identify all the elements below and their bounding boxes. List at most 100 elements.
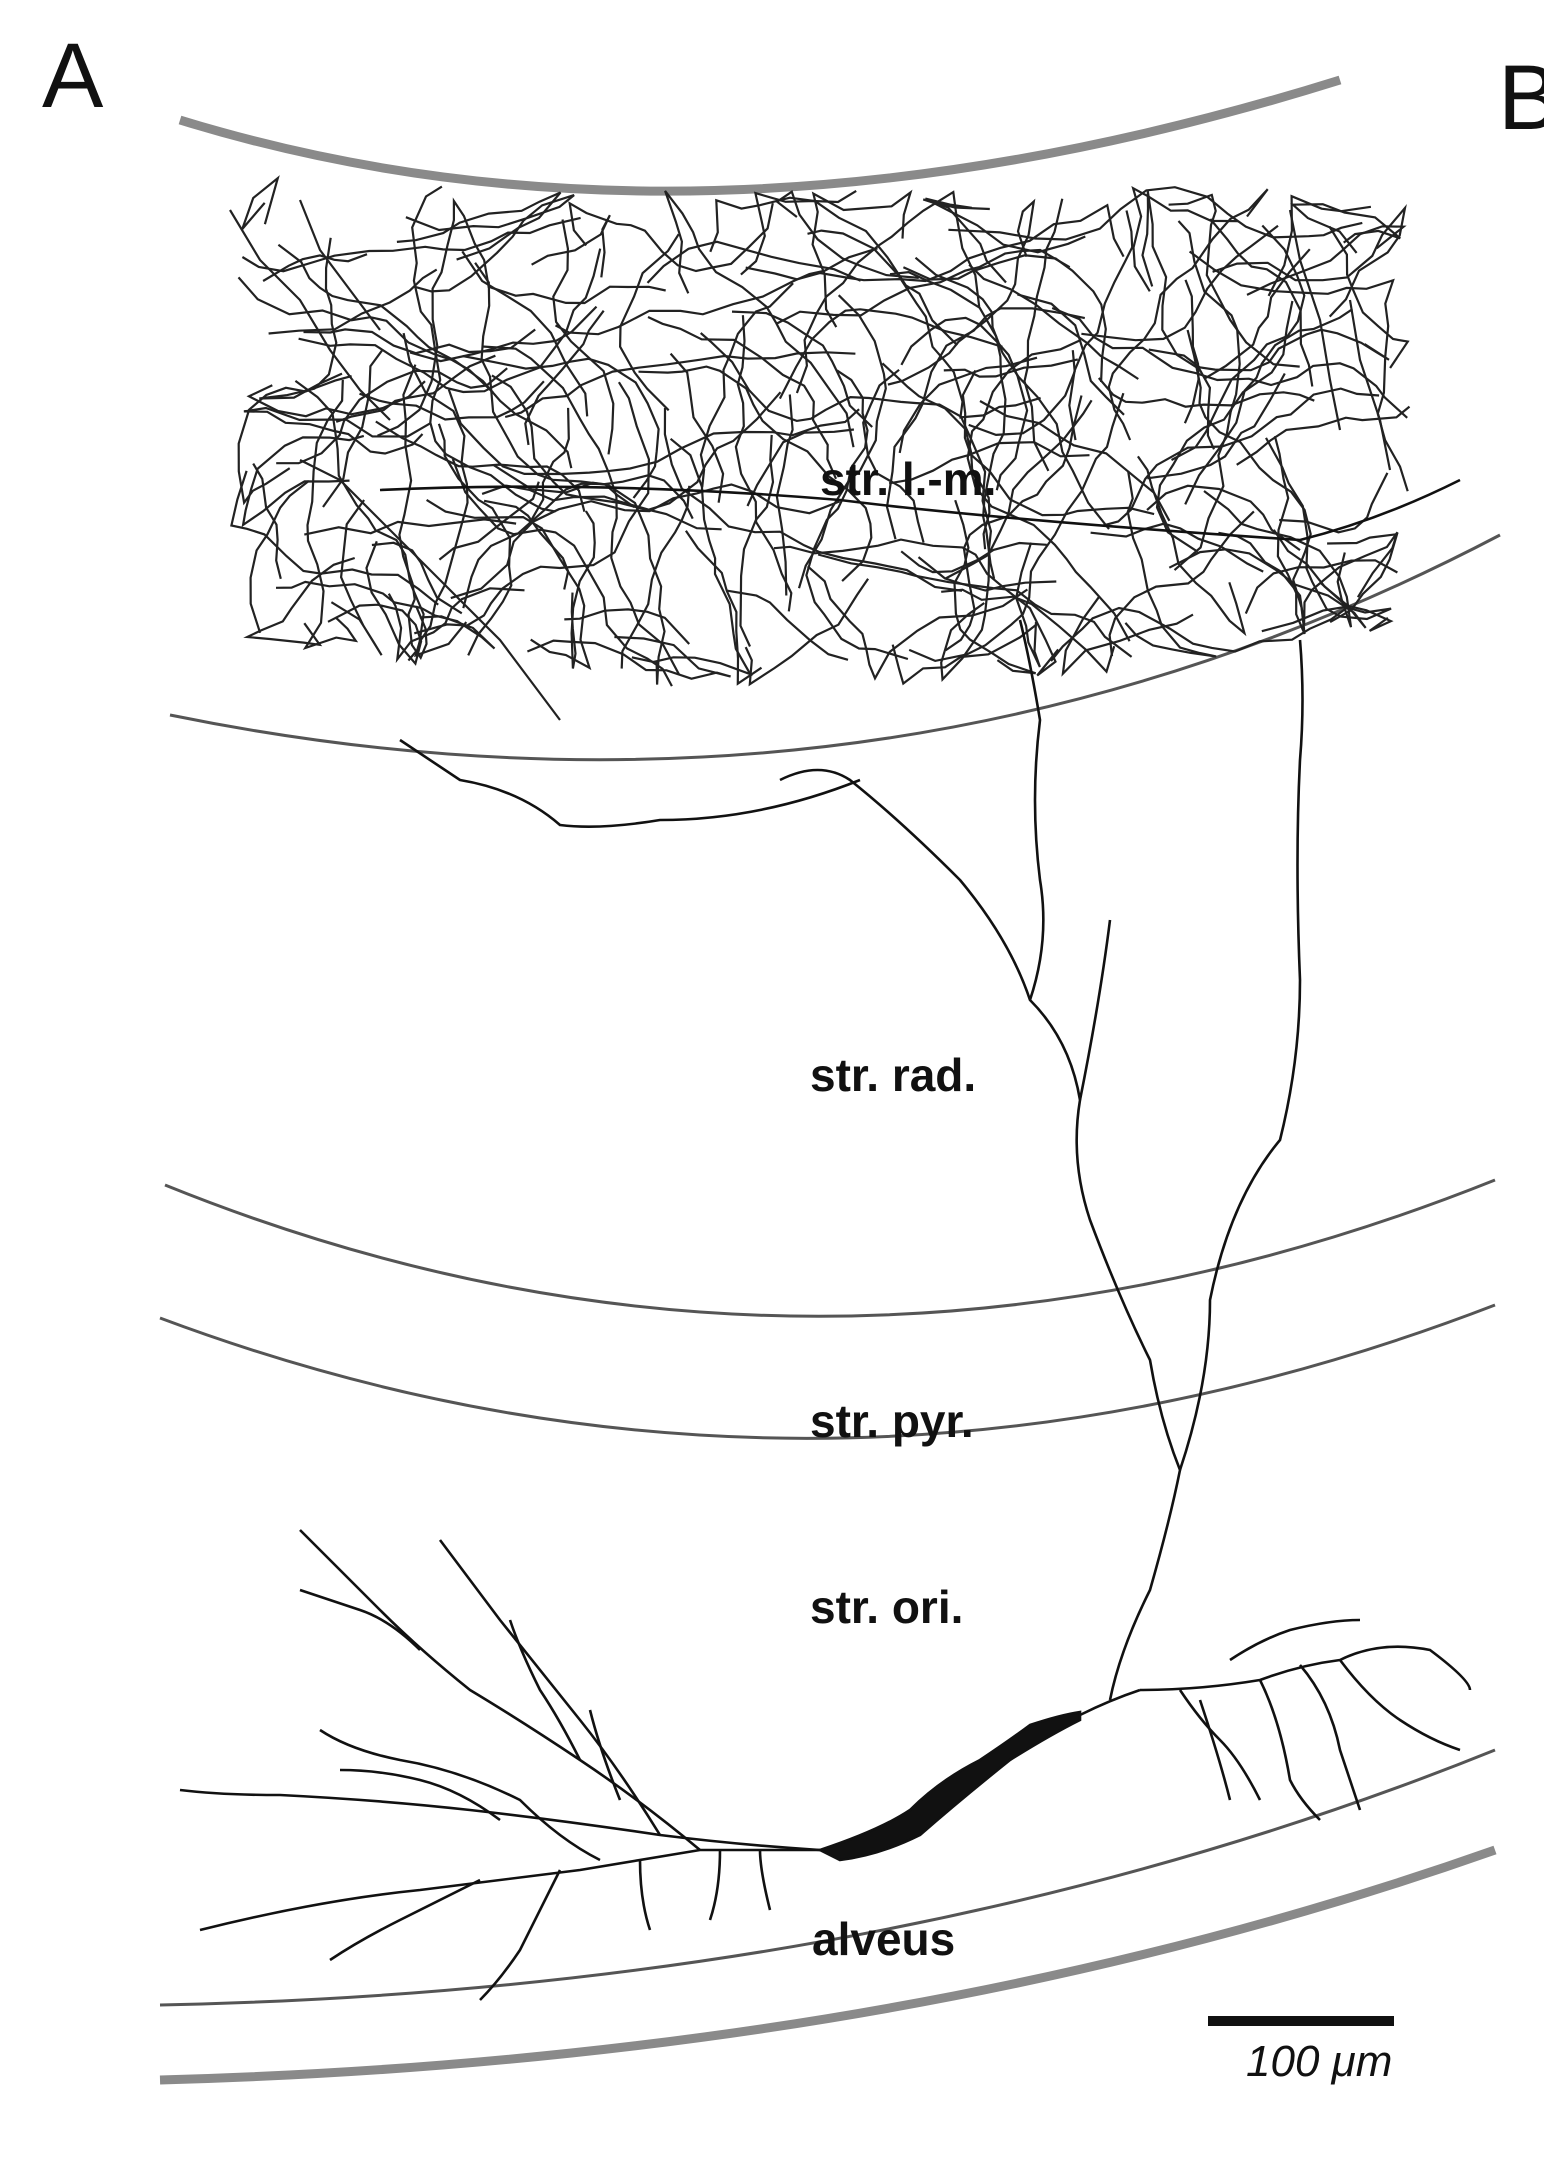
axon-fiber <box>377 197 490 437</box>
axon-fiber <box>1136 455 1247 637</box>
axon-fiber <box>552 219 615 455</box>
neuron-processes <box>179 478 1472 2001</box>
axon-fiber <box>447 389 860 476</box>
soma <box>816 1710 1082 1862</box>
axon-fiber <box>568 201 774 273</box>
axon-fiber <box>746 428 855 507</box>
axon-fiber <box>330 499 383 656</box>
axon-fiber <box>241 434 365 528</box>
axon-fiber <box>924 197 1086 254</box>
axon-fiber <box>1184 308 1354 505</box>
axon-fiber <box>948 186 1363 241</box>
axon-fiber <box>302 379 359 651</box>
alveus-outer-line <box>159 1845 1497 2085</box>
axon-fiber <box>451 458 673 687</box>
axon-fiber <box>940 416 993 682</box>
ascending-axon-branch <box>1178 639 1304 1471</box>
axon-fiber <box>1173 220 1241 571</box>
axon-fiber <box>862 368 925 543</box>
axon-fiber <box>554 247 878 336</box>
axon-fiber <box>968 350 1076 437</box>
layer-boundaries <box>159 75 1501 2085</box>
axon-fiber <box>1023 198 1064 472</box>
axon-fiber <box>797 294 887 589</box>
axon-fiber <box>481 484 722 531</box>
axon-fiber <box>881 362 991 550</box>
axon-fiber <box>945 399 1093 580</box>
axon-fiber <box>898 356 1038 454</box>
axon-fiber <box>1068 210 1134 441</box>
axon-fiber <box>1273 435 1306 635</box>
axon-fiber <box>979 400 1171 522</box>
axon-fiber <box>525 407 570 529</box>
axon-fiber <box>1288 209 1342 431</box>
axon-fiber <box>1146 484 1301 551</box>
ascending-axon-main <box>779 768 1182 1701</box>
axon-fiber <box>249 480 310 634</box>
axon-fiber <box>1147 372 1286 480</box>
axon-fiber <box>961 369 1155 517</box>
axon-fiber <box>276 367 508 465</box>
axon-fiber <box>426 498 592 671</box>
hippocampal-fissure-line <box>178 75 1342 196</box>
axon-fiber <box>684 530 763 686</box>
axon-fiber <box>531 214 611 278</box>
axon-fiber <box>335 354 496 423</box>
axon-fiber <box>252 463 282 580</box>
axon-fiber <box>1204 248 1311 380</box>
axon-fiber <box>1148 328 1390 372</box>
axon-fiber <box>887 198 1036 386</box>
axon-fiber <box>669 352 725 503</box>
axon-fiber <box>773 538 1060 677</box>
layer-label-oriens: str. ori. <box>810 1581 964 1633</box>
axon-fiber <box>1017 293 1125 416</box>
pyr-lower-boundary <box>159 1303 1496 1440</box>
axon-fiber <box>1261 437 1392 633</box>
axon-origin <box>1079 1688 1141 1717</box>
axon-fiber <box>1081 224 1279 342</box>
axon-fiber <box>1061 596 1194 677</box>
axon-fiber <box>1188 250 1409 492</box>
axon-fiber <box>259 237 343 400</box>
axon-fiber <box>902 254 1107 383</box>
axon-fiber <box>727 589 849 661</box>
axon-fiber <box>776 248 1071 325</box>
layer-label-lacunosum-moleculare: str. l.-m. <box>820 453 997 505</box>
axon-fiber <box>744 578 870 687</box>
axon-fiber <box>461 250 589 417</box>
axon-fiber <box>1236 405 1411 466</box>
axon-fiber <box>299 459 561 721</box>
axon-fiber <box>889 270 1007 579</box>
axon-fiber <box>504 351 856 419</box>
axon-fiber <box>1244 559 1398 615</box>
axon-fiber <box>618 233 680 412</box>
axon-fiber <box>699 282 794 488</box>
axon-fiber <box>740 189 857 276</box>
axon-fiber <box>268 268 438 335</box>
axon-fiber <box>775 189 919 279</box>
axon-fiber <box>638 365 873 582</box>
layer-label-pyramidale: str. pyr. <box>810 1395 974 1447</box>
axon-fiber <box>230 470 439 606</box>
axon-fiber <box>1267 194 1372 297</box>
axon-fiber <box>795 190 981 394</box>
axon-fiber <box>891 623 1038 686</box>
axon-fiber <box>487 285 666 305</box>
axon-fiber <box>953 499 1037 675</box>
axon-fiber <box>298 248 602 394</box>
axon-branch-up <box>1018 619 1045 1001</box>
axon-fiber <box>941 588 1116 674</box>
axon-fiber <box>405 194 575 293</box>
axon-fiber <box>277 243 573 469</box>
axon-fiber <box>734 315 793 612</box>
axon-fiber <box>1090 522 1264 573</box>
rad-pyr-upper-boundary <box>164 1178 1496 1318</box>
axon-fiber <box>1209 218 1314 387</box>
axon-fiber <box>375 420 586 512</box>
axon-fiber <box>1319 582 1394 632</box>
axon-fiber <box>1102 387 1380 527</box>
axon-fiber <box>1183 279 1200 424</box>
axon-plexus <box>229 175 1411 721</box>
